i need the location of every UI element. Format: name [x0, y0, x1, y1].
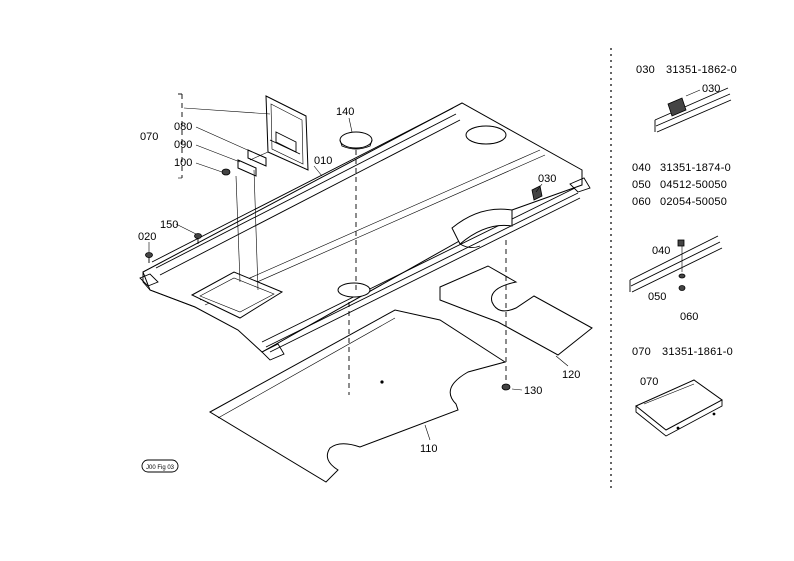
detail-callout-040: 040 [652, 245, 670, 257]
parts-list: 030 31351-1862-0 040 31351-1874-0 050 04… [632, 64, 737, 358]
svg-text:J00 Fig 03: J00 Fig 03 [146, 465, 175, 471]
cover-plate-070 [265, 95, 309, 171]
bolt-130 [501, 383, 511, 391]
callout-100: 100 [174, 157, 192, 169]
parts-ref-060: 060 [632, 196, 651, 208]
parts-number-050: 04512-50050 [660, 179, 727, 191]
detail-callout-060: 060 [680, 311, 698, 323]
callout-140: 140 [336, 106, 354, 118]
floor-mat-120 [439, 265, 593, 356]
callout-020: 020 [138, 231, 156, 243]
callout-010: 010 [314, 155, 332, 167]
figure-stamp: J00 Fig 03 [141, 459, 179, 473]
parts-ref-030: 030 [636, 64, 655, 76]
parts-number-070: 31351-1861-0 [662, 346, 733, 358]
callout-030: 030 [538, 173, 556, 185]
bracket-090 [237, 159, 257, 177]
detail-clip-030: 030 [654, 83, 732, 133]
bolt-150 [194, 233, 202, 244]
detail-fasteners-040-060: 040 050 060 [629, 235, 723, 323]
parts-number-040: 31351-1874-0 [660, 162, 731, 174]
detail-cover-070: 070 [635, 376, 723, 437]
callout-070: 070 [140, 131, 158, 143]
parts-ref-040: 040 [632, 162, 651, 174]
callout-080: 080 [174, 121, 192, 133]
detail-callout-070: 070 [640, 376, 658, 388]
clip-030 [531, 185, 543, 201]
callout-090: 090 [174, 139, 192, 151]
parts-number-030: 31351-1862-0 [666, 64, 737, 76]
floor-mat-110 [208, 309, 507, 483]
callout-120: 120 [562, 369, 580, 381]
floor-panel-010 [139, 102, 591, 361]
detail-callout-050: 050 [648, 291, 666, 303]
plug-140 [339, 131, 373, 150]
bracket-080 [247, 149, 267, 167]
detail-callout-030: 030 [702, 83, 720, 95]
callout-150: 150 [160, 219, 178, 231]
parts-ref-050: 050 [632, 179, 651, 191]
parts-number-060: 02054-50050 [660, 196, 727, 208]
callout-110: 110 [420, 443, 438, 455]
parts-ref-070: 070 [632, 346, 651, 358]
callout-130: 130 [524, 385, 542, 397]
bolt-100 [221, 168, 231, 176]
bolt-020 [145, 252, 153, 263]
